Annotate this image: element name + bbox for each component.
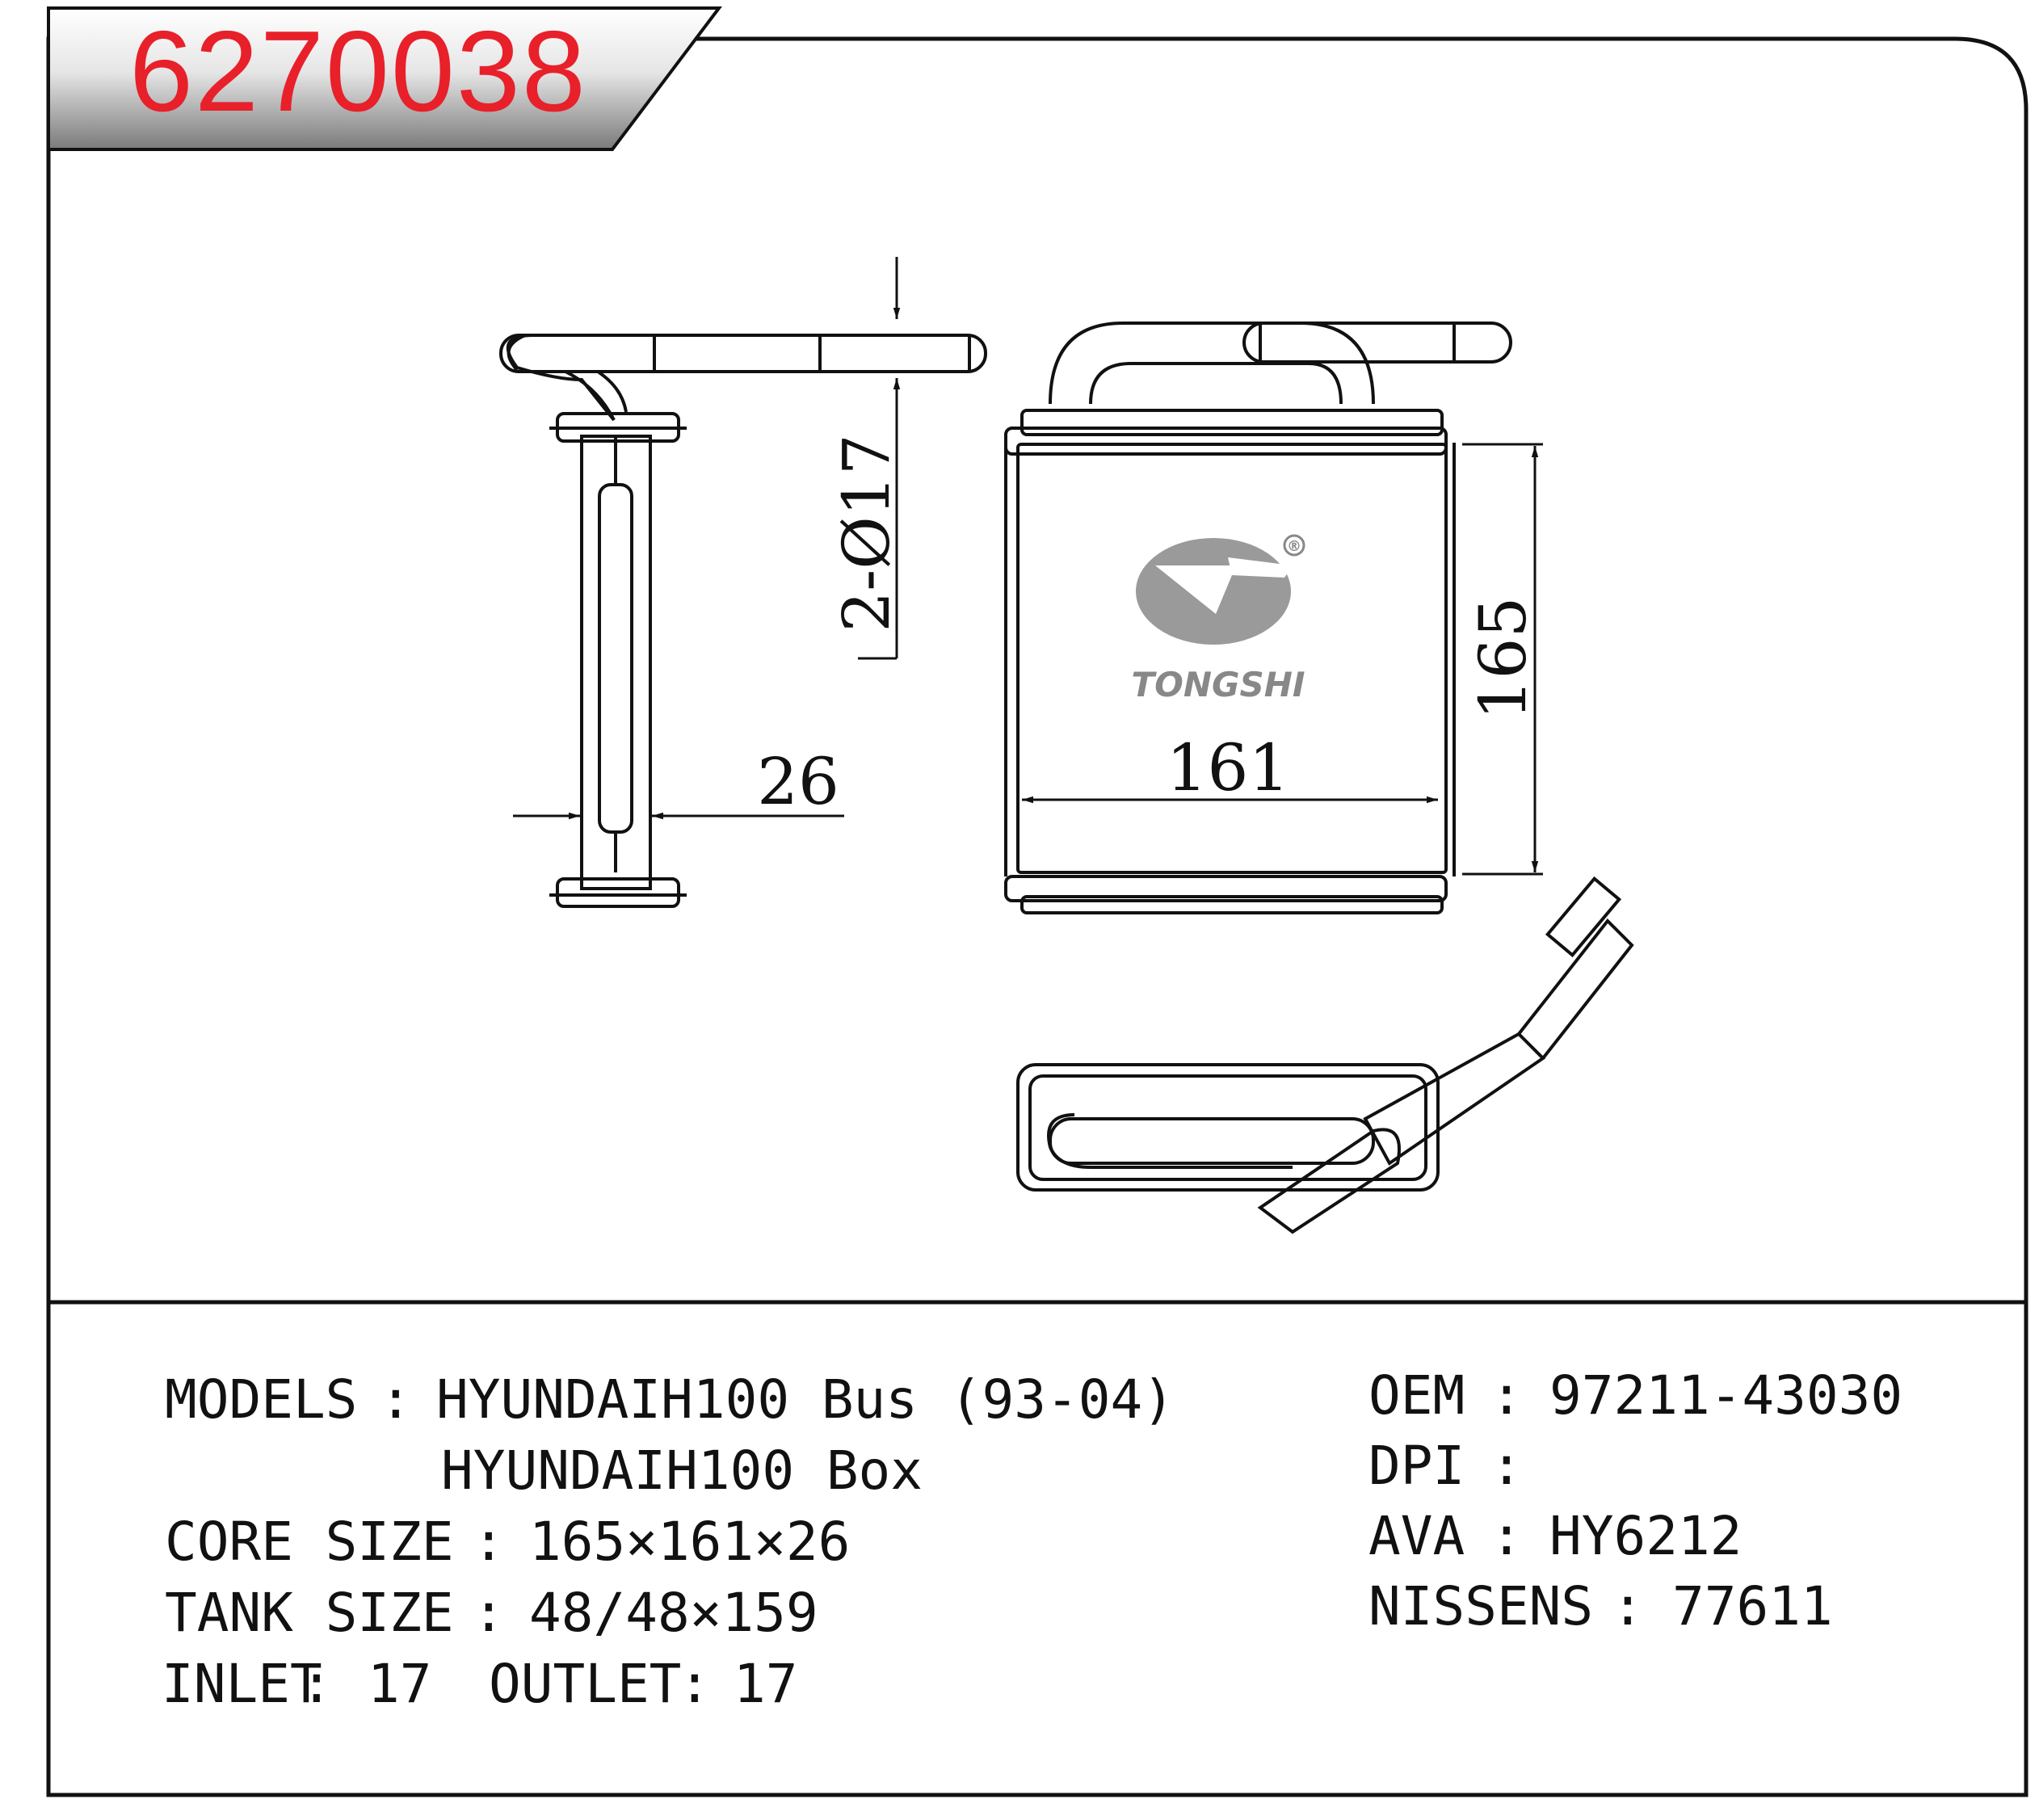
- core-size-label: CORE SIZE: [165, 1511, 454, 1573]
- top-view: [1016, 876, 1634, 1234]
- tank-size-label: TANK SIZE: [165, 1582, 454, 1644]
- dpi-colon: :: [1490, 1435, 1523, 1497]
- oem-colon: :: [1490, 1364, 1523, 1427]
- inlet-colon: :: [301, 1653, 333, 1715]
- ava-label: AVA: [1368, 1505, 1465, 1567]
- tank-size-value: 48/48×159: [529, 1582, 818, 1644]
- inlet-label: INLET: [162, 1653, 322, 1715]
- header-tab: [47, 6, 723, 151]
- outlet-label: OUTLET: [489, 1653, 682, 1715]
- logo-trademark: ®: [1287, 538, 1301, 555]
- nissens-value: 77611: [1672, 1575, 1833, 1637]
- dimension-lines: [513, 257, 1543, 876]
- logo-brand-text: TONGSHI: [1131, 665, 1305, 704]
- side-view: [499, 334, 987, 908]
- dpi-label: DPI: [1368, 1435, 1465, 1497]
- models-label: MODELS: [165, 1368, 358, 1431]
- inlet-value: 17: [368, 1653, 432, 1715]
- oem-label: OEM: [1368, 1364, 1465, 1427]
- core-size-colon: :: [473, 1511, 505, 1573]
- nissens-label: NISSENS: [1368, 1575, 1594, 1637]
- nissens-colon: :: [1612, 1575, 1644, 1637]
- front-view: [1004, 322, 1512, 914]
- part-number: 6270038: [129, 7, 587, 136]
- dim-width: 161: [1167, 730, 1290, 805]
- sheet-frame: [46, 36, 2028, 1797]
- dim-thickness: 26: [757, 744, 839, 819]
- models-value-2: HYUNDAIH100 Box: [441, 1440, 923, 1502]
- ava-value: HY6212: [1549, 1505, 1743, 1567]
- tongshi-logo-icon: ® TONGSHI: [1131, 534, 1305, 704]
- dim-height: 165: [1465, 597, 1541, 721]
- models-colon: :: [380, 1368, 412, 1431]
- outlet-value: 17: [734, 1653, 798, 1715]
- dim-pipe-diameter: 2-Ø17: [829, 434, 904, 632]
- oem-value: 97211-43030: [1549, 1364, 1903, 1427]
- tank-size-colon: :: [473, 1582, 505, 1644]
- core-size-value: 165×161×26: [529, 1511, 851, 1573]
- ava-colon: :: [1490, 1505, 1523, 1567]
- outlet-colon: :: [679, 1653, 711, 1715]
- models-value-1: HYUNDAIH100 Bus (93-04): [436, 1368, 1175, 1431]
